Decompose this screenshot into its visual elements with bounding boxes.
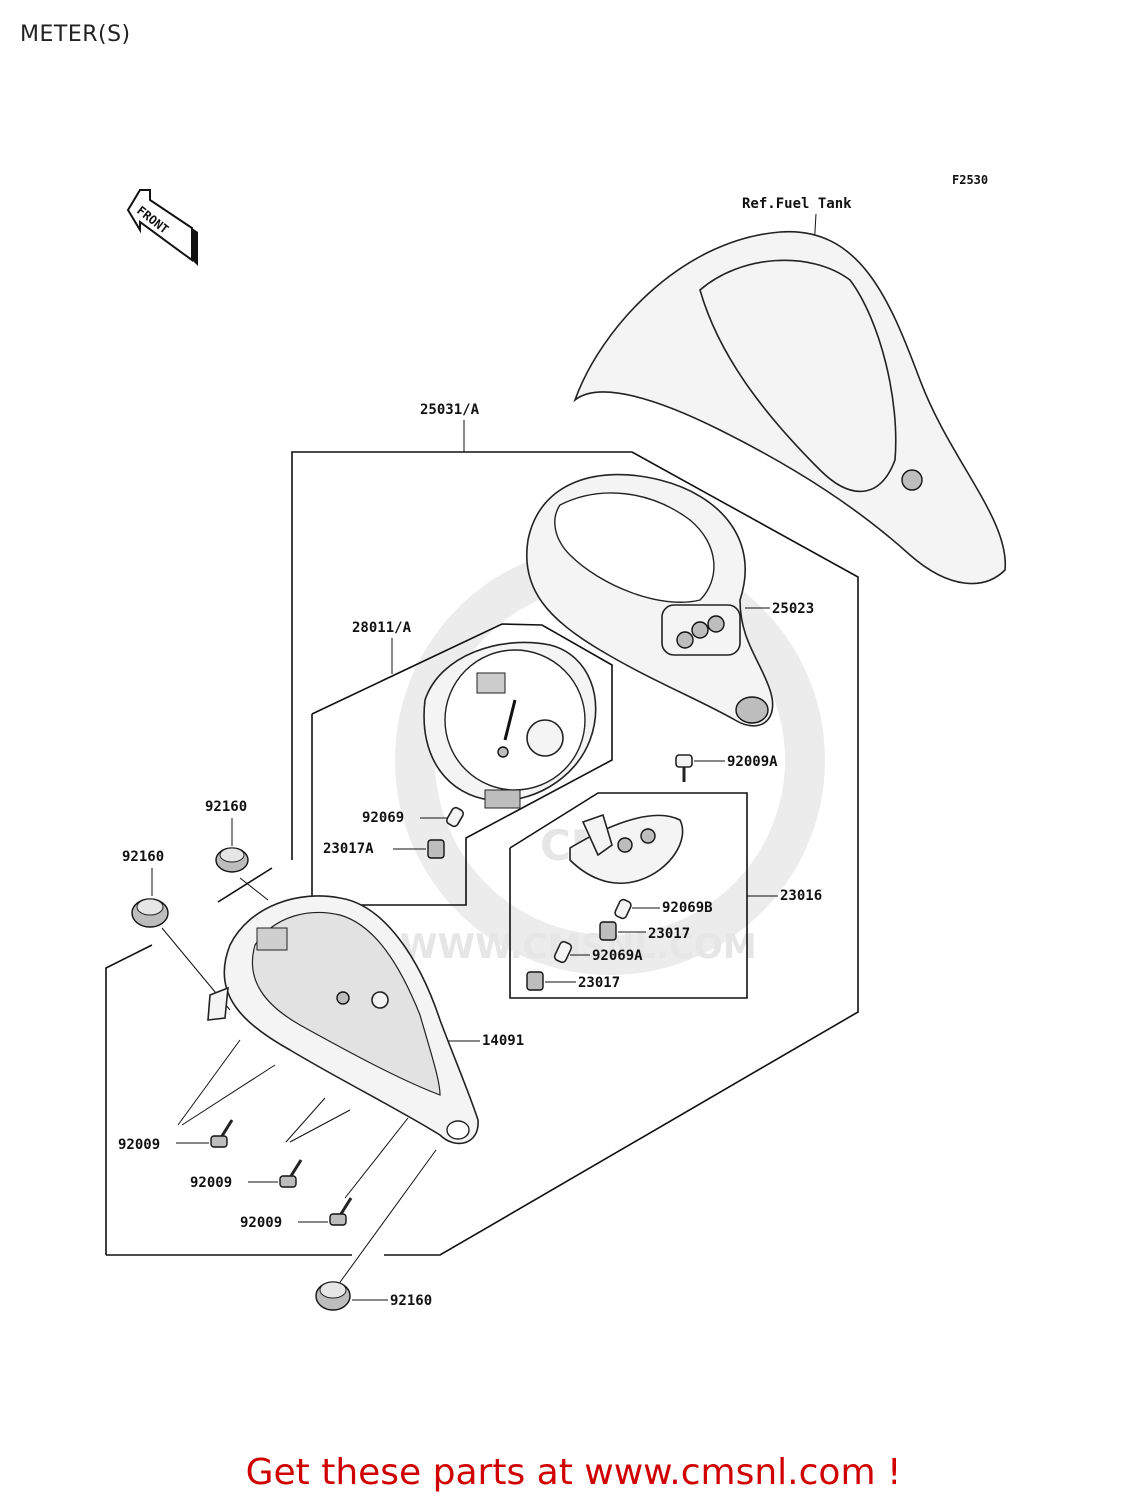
label-25023: 25023 bbox=[772, 601, 814, 617]
label-92160-top: 92160 bbox=[205, 799, 247, 815]
grommet-92160-top bbox=[215, 847, 249, 873]
label-23017-top: 23017 bbox=[648, 926, 690, 942]
label-92009A: 92009A bbox=[727, 754, 778, 770]
ref-fuel-tank-label: Ref.Fuel Tank bbox=[742, 196, 852, 212]
fuel-tank-cover bbox=[573, 230, 1006, 585]
watermark-url: WWW.CMSNL.COM bbox=[400, 927, 757, 967]
screw-92009A bbox=[675, 754, 693, 782]
label-28011A: 28011/A bbox=[352, 620, 412, 636]
meter-cover-25023 bbox=[526, 473, 774, 727]
socket-assembly-23016 bbox=[569, 813, 684, 884]
label-92009-1: 92009 bbox=[118, 1137, 160, 1153]
grommet-92160-left bbox=[131, 898, 169, 928]
label-92009-2: 92009 bbox=[190, 1175, 232, 1191]
label-23017-bottom: 23017 bbox=[578, 975, 620, 991]
screw-92009-1 bbox=[210, 1119, 234, 1148]
page-title: METER(S) bbox=[20, 22, 131, 47]
grommet-92160-bottom bbox=[315, 1281, 351, 1311]
label-25031A: 25031/A bbox=[420, 402, 480, 418]
meter-unit-28011A bbox=[423, 641, 597, 809]
label-92009-3: 92009 bbox=[240, 1215, 282, 1231]
label-23016: 23016 bbox=[780, 888, 822, 904]
label-92069B: 92069B bbox=[662, 900, 713, 916]
screw-92009-2 bbox=[279, 1159, 303, 1188]
figure-code: F2530 bbox=[952, 173, 988, 187]
label-92160-bottom: 92160 bbox=[390, 1293, 432, 1309]
label-23017A: 23017A bbox=[323, 841, 374, 857]
label-92069: 92069 bbox=[362, 810, 404, 826]
meter-housing-14091 bbox=[207, 895, 479, 1145]
label-92069A: 92069A bbox=[592, 948, 643, 964]
screw-92009-3 bbox=[329, 1197, 353, 1226]
label-92160-left: 92160 bbox=[122, 849, 164, 865]
promo-link[interactable]: Get these parts at www.cmsnl.com ! bbox=[245, 1452, 902, 1493]
label-14091: 14091 bbox=[482, 1033, 524, 1049]
front-arrow-icon: FRONT bbox=[126, 189, 198, 266]
